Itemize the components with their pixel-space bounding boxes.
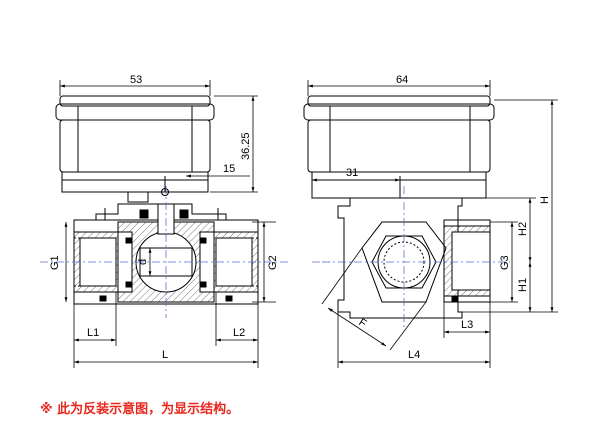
side-dim-H2: H2 — [517, 222, 529, 236]
side-dim-L4: L4 — [408, 349, 420, 361]
side-dim-H: H — [539, 196, 551, 204]
front-dim-L1: L1 — [87, 327, 99, 339]
front-dim-L2: L2 — [233, 327, 245, 339]
side-view: 64 31 H H2 H1 G3 L3 L4 F — [303, 74, 558, 368]
side-actuator — [303, 95, 495, 199]
side-valve-body — [337, 197, 491, 319]
side-dim-G3: G3 — [499, 255, 511, 270]
front-dim-G2: G2 — [267, 255, 279, 270]
front-dim-d: d — [137, 259, 149, 265]
side-centerlines — [312, 186, 510, 330]
side-dim-31: 31 — [346, 167, 358, 179]
front-view: 53 36.25 15 G1 G2 d L1 L2 L — [40, 74, 290, 368]
side-dim-lines — [307, 80, 558, 368]
side-dim-H1: H1 — [517, 278, 529, 292]
front-dim-lines — [59, 80, 276, 368]
front-actuator — [55, 95, 215, 203]
front-centerlines — [40, 186, 290, 318]
side-dim-64: 64 — [396, 74, 408, 86]
structure-note: ※ 此为反装示意图，为显示结构。 — [40, 401, 239, 417]
front-dim-53: 53 — [130, 74, 142, 86]
front-dim-G1: G1 — [49, 255, 61, 270]
front-dim-36-25: 36.25 — [240, 132, 252, 160]
side-dim-L3: L3 — [461, 319, 473, 331]
front-dim-15: 15 — [223, 163, 235, 175]
front-dim-L: L — [162, 349, 168, 361]
